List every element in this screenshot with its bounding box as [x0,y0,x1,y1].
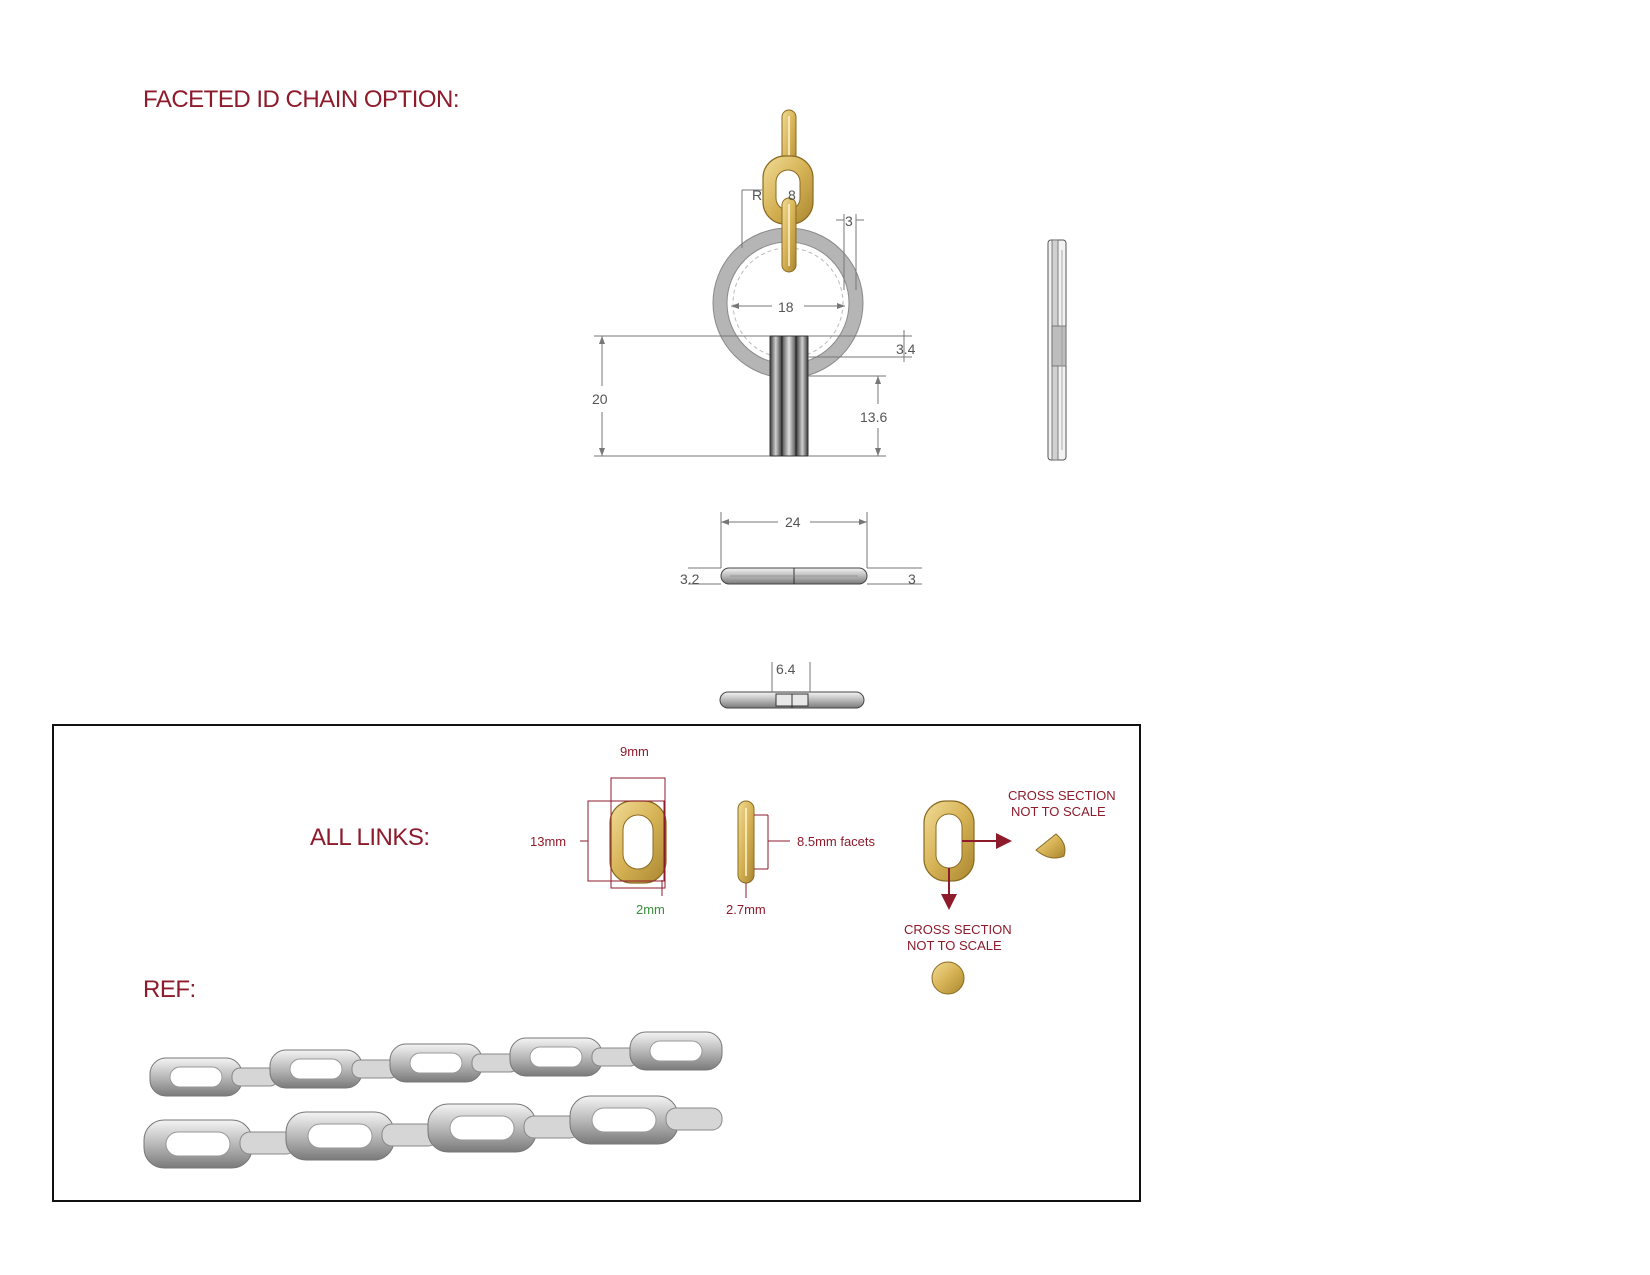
radius-label: R [752,187,762,203]
cross-section-2-line2: NOT TO SCALE [907,938,1002,953]
top-left-thickness-label: 3.2 [680,571,700,587]
link-front-view: 9mm 13mm 2mm [530,744,667,917]
top-right-thickness-label: 3 [908,571,916,587]
side-view [1047,239,1067,461]
page-title: FACETED ID CHAIN OPTION: [143,86,460,113]
link-width-label: 9mm [620,744,649,759]
top-view: 24 3.2 3 [680,512,922,587]
link-height-label: 13mm [530,834,566,849]
bar-offset-label: 3.4 [896,341,916,357]
link-side-view: 8.5mm facets 2.7mm [726,800,876,917]
cross-section-2-line1: CROSS SECTION [904,922,1012,937]
cross-section-1-line2: NOT TO SCALE [1011,804,1106,819]
cross-section-round-shape [931,961,965,995]
radius-value: 8 [788,187,796,203]
gold-link-middle [762,155,814,225]
ring-width-label: 3 [845,213,853,229]
id-bar [769,335,809,457]
link-thickness-label: 2.7mm [726,902,766,917]
links-panel-frame [52,724,1141,1202]
bar-height-label: 13.6 [860,409,887,425]
link-wall-label: 2mm [636,902,665,917]
reference-chain-image [143,1031,723,1169]
cross-section-facet-shape [1035,833,1066,859]
cross-section-1-line1: CROSS SECTION [1008,788,1116,803]
total-height-label: 20 [592,391,608,407]
all-links-title: ALL LINKS: [310,824,430,851]
gold-link-bottom [781,197,797,273]
front-view: R 8 3 18 3.4 20 13.6 [592,109,916,457]
bottom-gap-label: 6.4 [776,661,796,677]
inner-diameter-label: 18 [778,299,794,315]
link-cross-section: CROSS SECTION NOT TO SCALE CROSS SECTION… [904,788,1116,995]
facets-label: 8.5mm facets [797,834,876,849]
bottom-view: 6.4 [719,661,865,709]
ref-title: REF: [143,976,196,1003]
top-width-label: 24 [785,514,801,530]
